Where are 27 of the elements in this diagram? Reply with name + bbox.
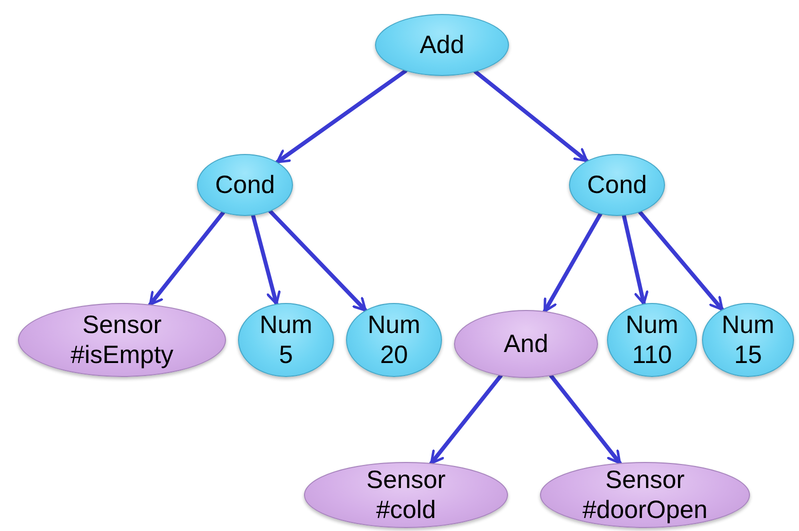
- arrow: [638, 210, 724, 312]
- node-label: #doorOpen: [582, 495, 708, 525]
- node-label: 110: [632, 340, 672, 370]
- arrow: [268, 209, 368, 312]
- node-label: Sensor: [82, 310, 162, 340]
- node-label: Cond: [587, 170, 647, 200]
- tree-node-ellipse: [197, 154, 293, 216]
- node-label: 15: [734, 340, 762, 370]
- arrow: [474, 70, 589, 163]
- node-label: Num: [626, 310, 678, 340]
- node-label: 5: [279, 340, 293, 370]
- node-label: #cold: [376, 495, 436, 525]
- arrow: [622, 214, 648, 306]
- node-label: #isEmpty: [70, 340, 174, 370]
- node-label: Num: [368, 310, 420, 340]
- arrow: [251, 214, 281, 306]
- tree-node-ellipse: [607, 303, 697, 377]
- node-label: And: [504, 329, 548, 359]
- node-label: Add: [420, 30, 464, 60]
- node-label: Sensor: [366, 465, 446, 495]
- arrow: [275, 68, 408, 164]
- node-label: Cond: [215, 170, 275, 200]
- arrow: [549, 374, 622, 465]
- node-label: 20: [380, 340, 408, 370]
- node-label: Sensor: [605, 465, 685, 495]
- node-label: Num: [260, 310, 312, 340]
- node-label: Num: [722, 310, 774, 340]
